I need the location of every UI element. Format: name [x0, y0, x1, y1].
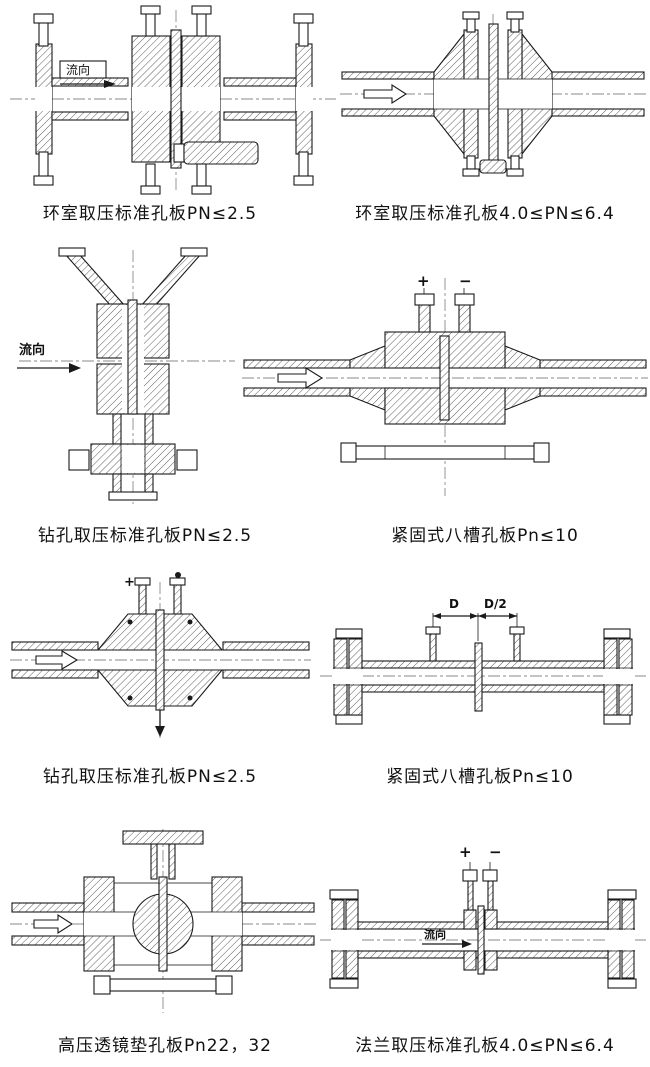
figure-8-caption: 法兰取压标准孔板4.0≤PN≤6.4 [355, 1036, 615, 1056]
figure-4-caption: 紧固式八槽孔板Pn≤10 [391, 526, 579, 546]
orifice-plate [488, 23, 499, 165]
orifice-flange-assembly [131, 29, 221, 169]
clamp-studs [340, 442, 550, 463]
orifice-flange-assembly [96, 299, 170, 415]
hex-nut [68, 449, 90, 471]
flow-direction-text: 流向 [66, 62, 90, 77]
figure-2-caption: 环室取压标准孔板4.0≤PN≤6.4 [355, 204, 615, 224]
pipe-walls [11, 641, 310, 679]
minus-label: − [459, 272, 472, 290]
flow-arrow [35, 650, 79, 670]
plus-label: + [417, 272, 430, 290]
bolts [33, 5, 314, 195]
dim-d2-label: D/2 [484, 597, 507, 611]
minus-label: − [489, 843, 502, 861]
bolts [462, 11, 524, 177]
pipe-walls [243, 345, 647, 411]
flow-arrowhead [462, 940, 472, 948]
clamp-studs [93, 975, 233, 995]
pipe-walls [361, 660, 605, 693]
bore-right [296, 87, 313, 111]
figure-1-drawing: 流向 [10, 5, 336, 195]
figure-3-caption: 钻孔取压标准孔板PN≤2.5 [37, 526, 253, 546]
dim-d-label: D [449, 597, 459, 611]
hex-nut [340, 442, 357, 463]
top-tee-fitting [122, 830, 204, 880]
pipe-walls [11, 902, 315, 946]
orifice-plate [474, 642, 483, 712]
flow-direction-text: 流向 [424, 927, 446, 941]
orifice-plate [439, 335, 450, 421]
flow-label: 流向 [59, 60, 116, 88]
condensate-pot [479, 159, 507, 174]
tap-dot [175, 572, 181, 578]
pressure-tap-valves: + − [414, 272, 475, 333]
figure-5-drawing: + [10, 572, 311, 738]
end-flanges [329, 889, 637, 989]
condensate-pot [173, 141, 259, 165]
pressure-tap-valves: + − [459, 843, 502, 911]
bore-left [35, 87, 52, 111]
plus-label: + [459, 843, 472, 861]
figure-8-drawing: + − 流向 [320, 843, 646, 989]
hex-nut [93, 975, 111, 995]
dimension-annotations: D D/2 [432, 597, 518, 641]
flow-arrow [363, 83, 408, 105]
orifice-plate [158, 876, 168, 972]
figure-6-drawing: D D/2 [320, 597, 646, 725]
hex-nut [215, 975, 233, 995]
weld-neck-flanges [433, 23, 553, 165]
orifice-flange-pair [463, 905, 498, 975]
drain-arrow [155, 710, 165, 737]
orifice-plate [155, 609, 165, 711]
figure-7-caption: 高压透镜垫孔板Pn22，32 [58, 1036, 272, 1056]
tail-pipe [108, 473, 158, 501]
pressure-taps [425, 626, 525, 662]
orifice-body [384, 331, 506, 425]
hex-nut [533, 442, 550, 463]
flow-arrowhead [104, 80, 116, 88]
figure-1-caption: 环室取压标准孔板PN≤2.5 [42, 204, 258, 224]
flow-label: 流向 [17, 342, 81, 373]
figure-2-drawing [340, 11, 646, 177]
bottom-flange [68, 443, 198, 475]
figure-7-drawing [10, 829, 316, 1013]
end-flanges [333, 628, 634, 725]
figure-6-caption: 紧固式八槽孔板Pn≤10 [386, 767, 574, 787]
orifice-plate [170, 29, 182, 169]
flow-arrow [277, 367, 324, 389]
pipe-walls [51, 77, 297, 121]
figure-3-drawing: 流向 [17, 247, 235, 504]
flow-direction-text: 流向 [19, 342, 45, 358]
pressure-taps: + [124, 572, 186, 615]
figure-4-drawing: + − [242, 272, 648, 496]
plus-label: + [124, 575, 135, 590]
flow-arrowhead [69, 363, 81, 373]
figure-5-caption: 钻孔取压标准孔板PN≤2.5 [42, 767, 258, 787]
orifice-plate [127, 299, 138, 415]
orifice-plate [477, 905, 485, 975]
flow-arrow [33, 913, 74, 935]
flow-label: 流向 [422, 927, 472, 948]
hex-nut [176, 449, 198, 471]
